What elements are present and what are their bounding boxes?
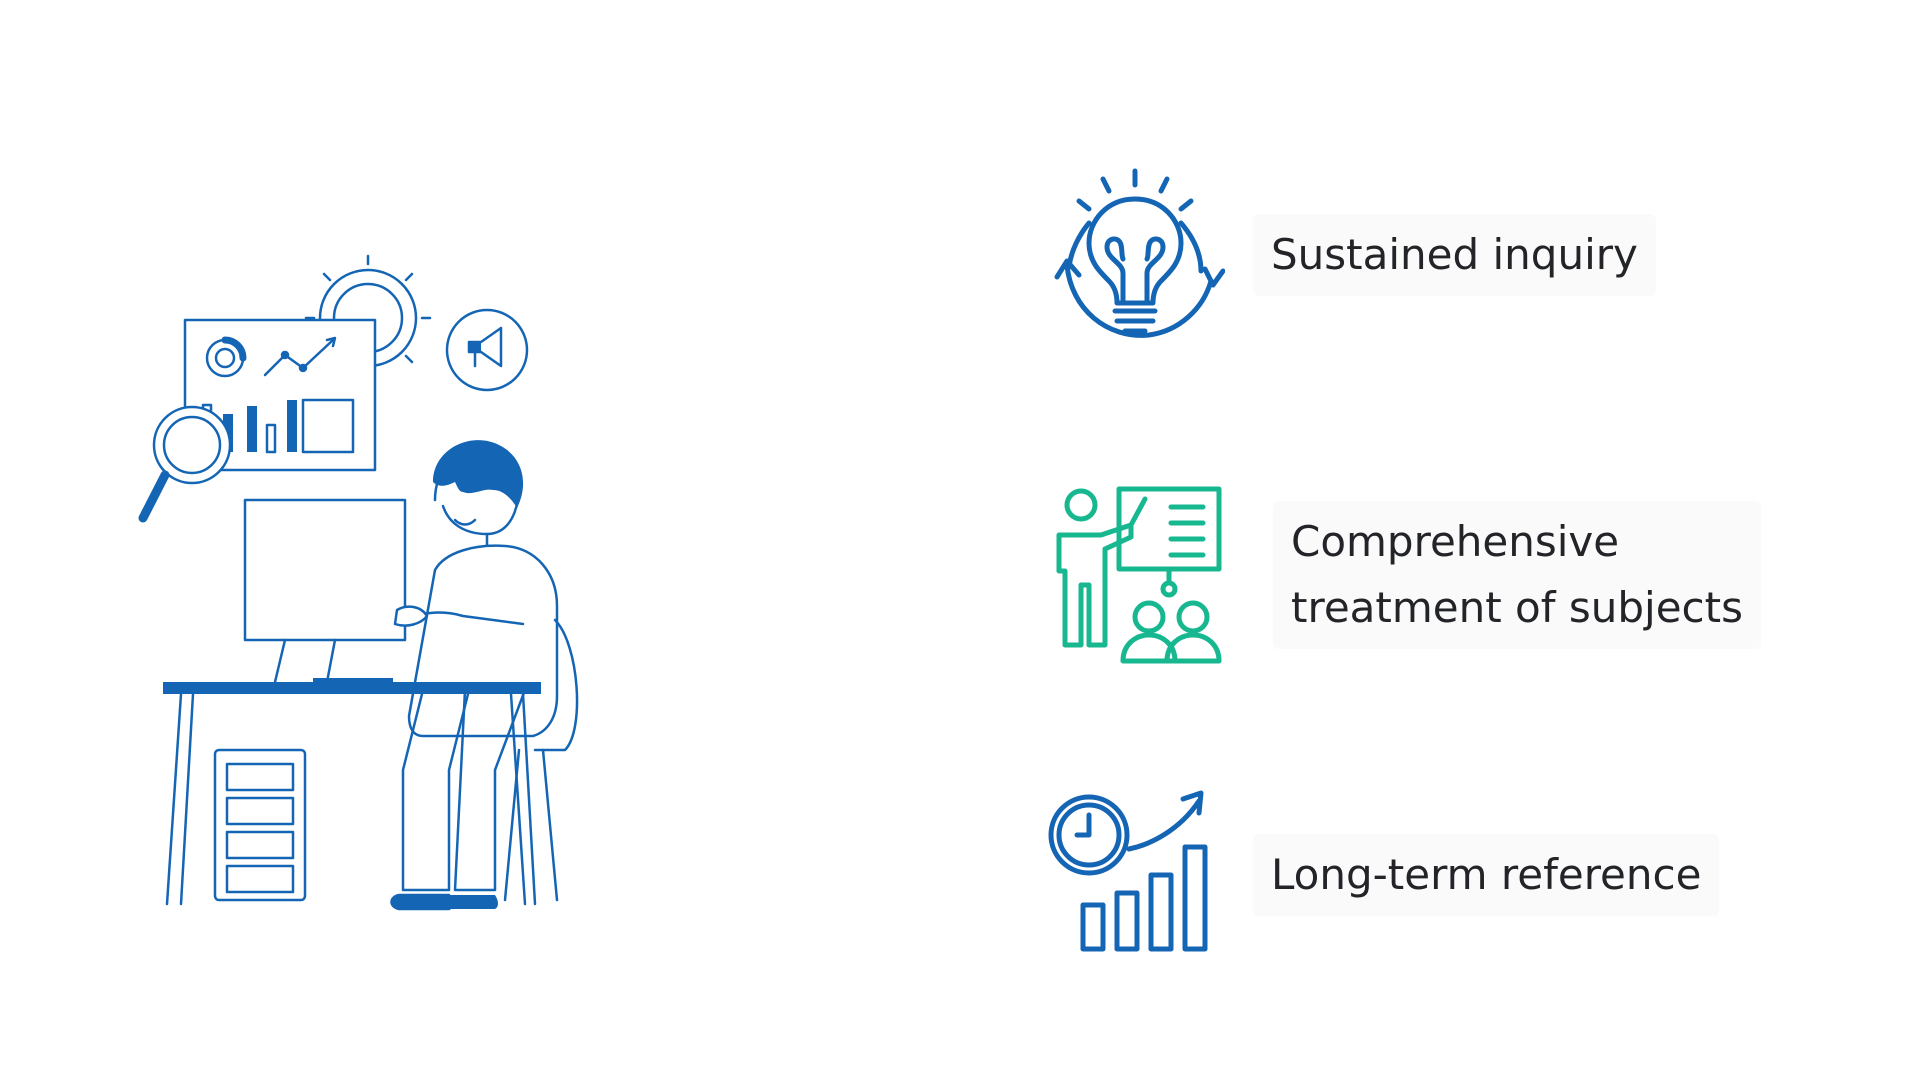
clock-growth-chart-icon [1045,785,1225,965]
person [390,440,579,911]
feature-label-line: Long-term reference [1271,850,1702,899]
trend-line-icon [263,338,335,377]
feature-label-line: Comprehensive [1291,517,1620,566]
megaphone-icon [445,308,529,392]
feature-label-line: Sustained inquiry [1271,230,1638,279]
feature-long-term-reference: Long-term reference [1045,785,1720,965]
magnifier-icon [138,405,232,523]
monitor [243,498,407,642]
drawer-cabinet [213,748,307,902]
feature-label-line: treatment of subjects [1291,583,1743,632]
feature-label: Long-term reference [1253,834,1720,916]
lightbulb-cycle-icon [1045,165,1225,345]
person-at-computer-illustration [135,250,635,930]
feature-label: Sustained inquiry [1253,214,1656,296]
presenter-audience-icon [1045,485,1225,665]
feature-comprehensive-treatment: Comprehensive treatment of subjects [1045,485,1761,665]
desk [163,682,541,694]
feature-sustained-inquiry: Sustained inquiry [1045,165,1656,345]
feature-label: Comprehensive treatment of subjects [1273,501,1761,649]
